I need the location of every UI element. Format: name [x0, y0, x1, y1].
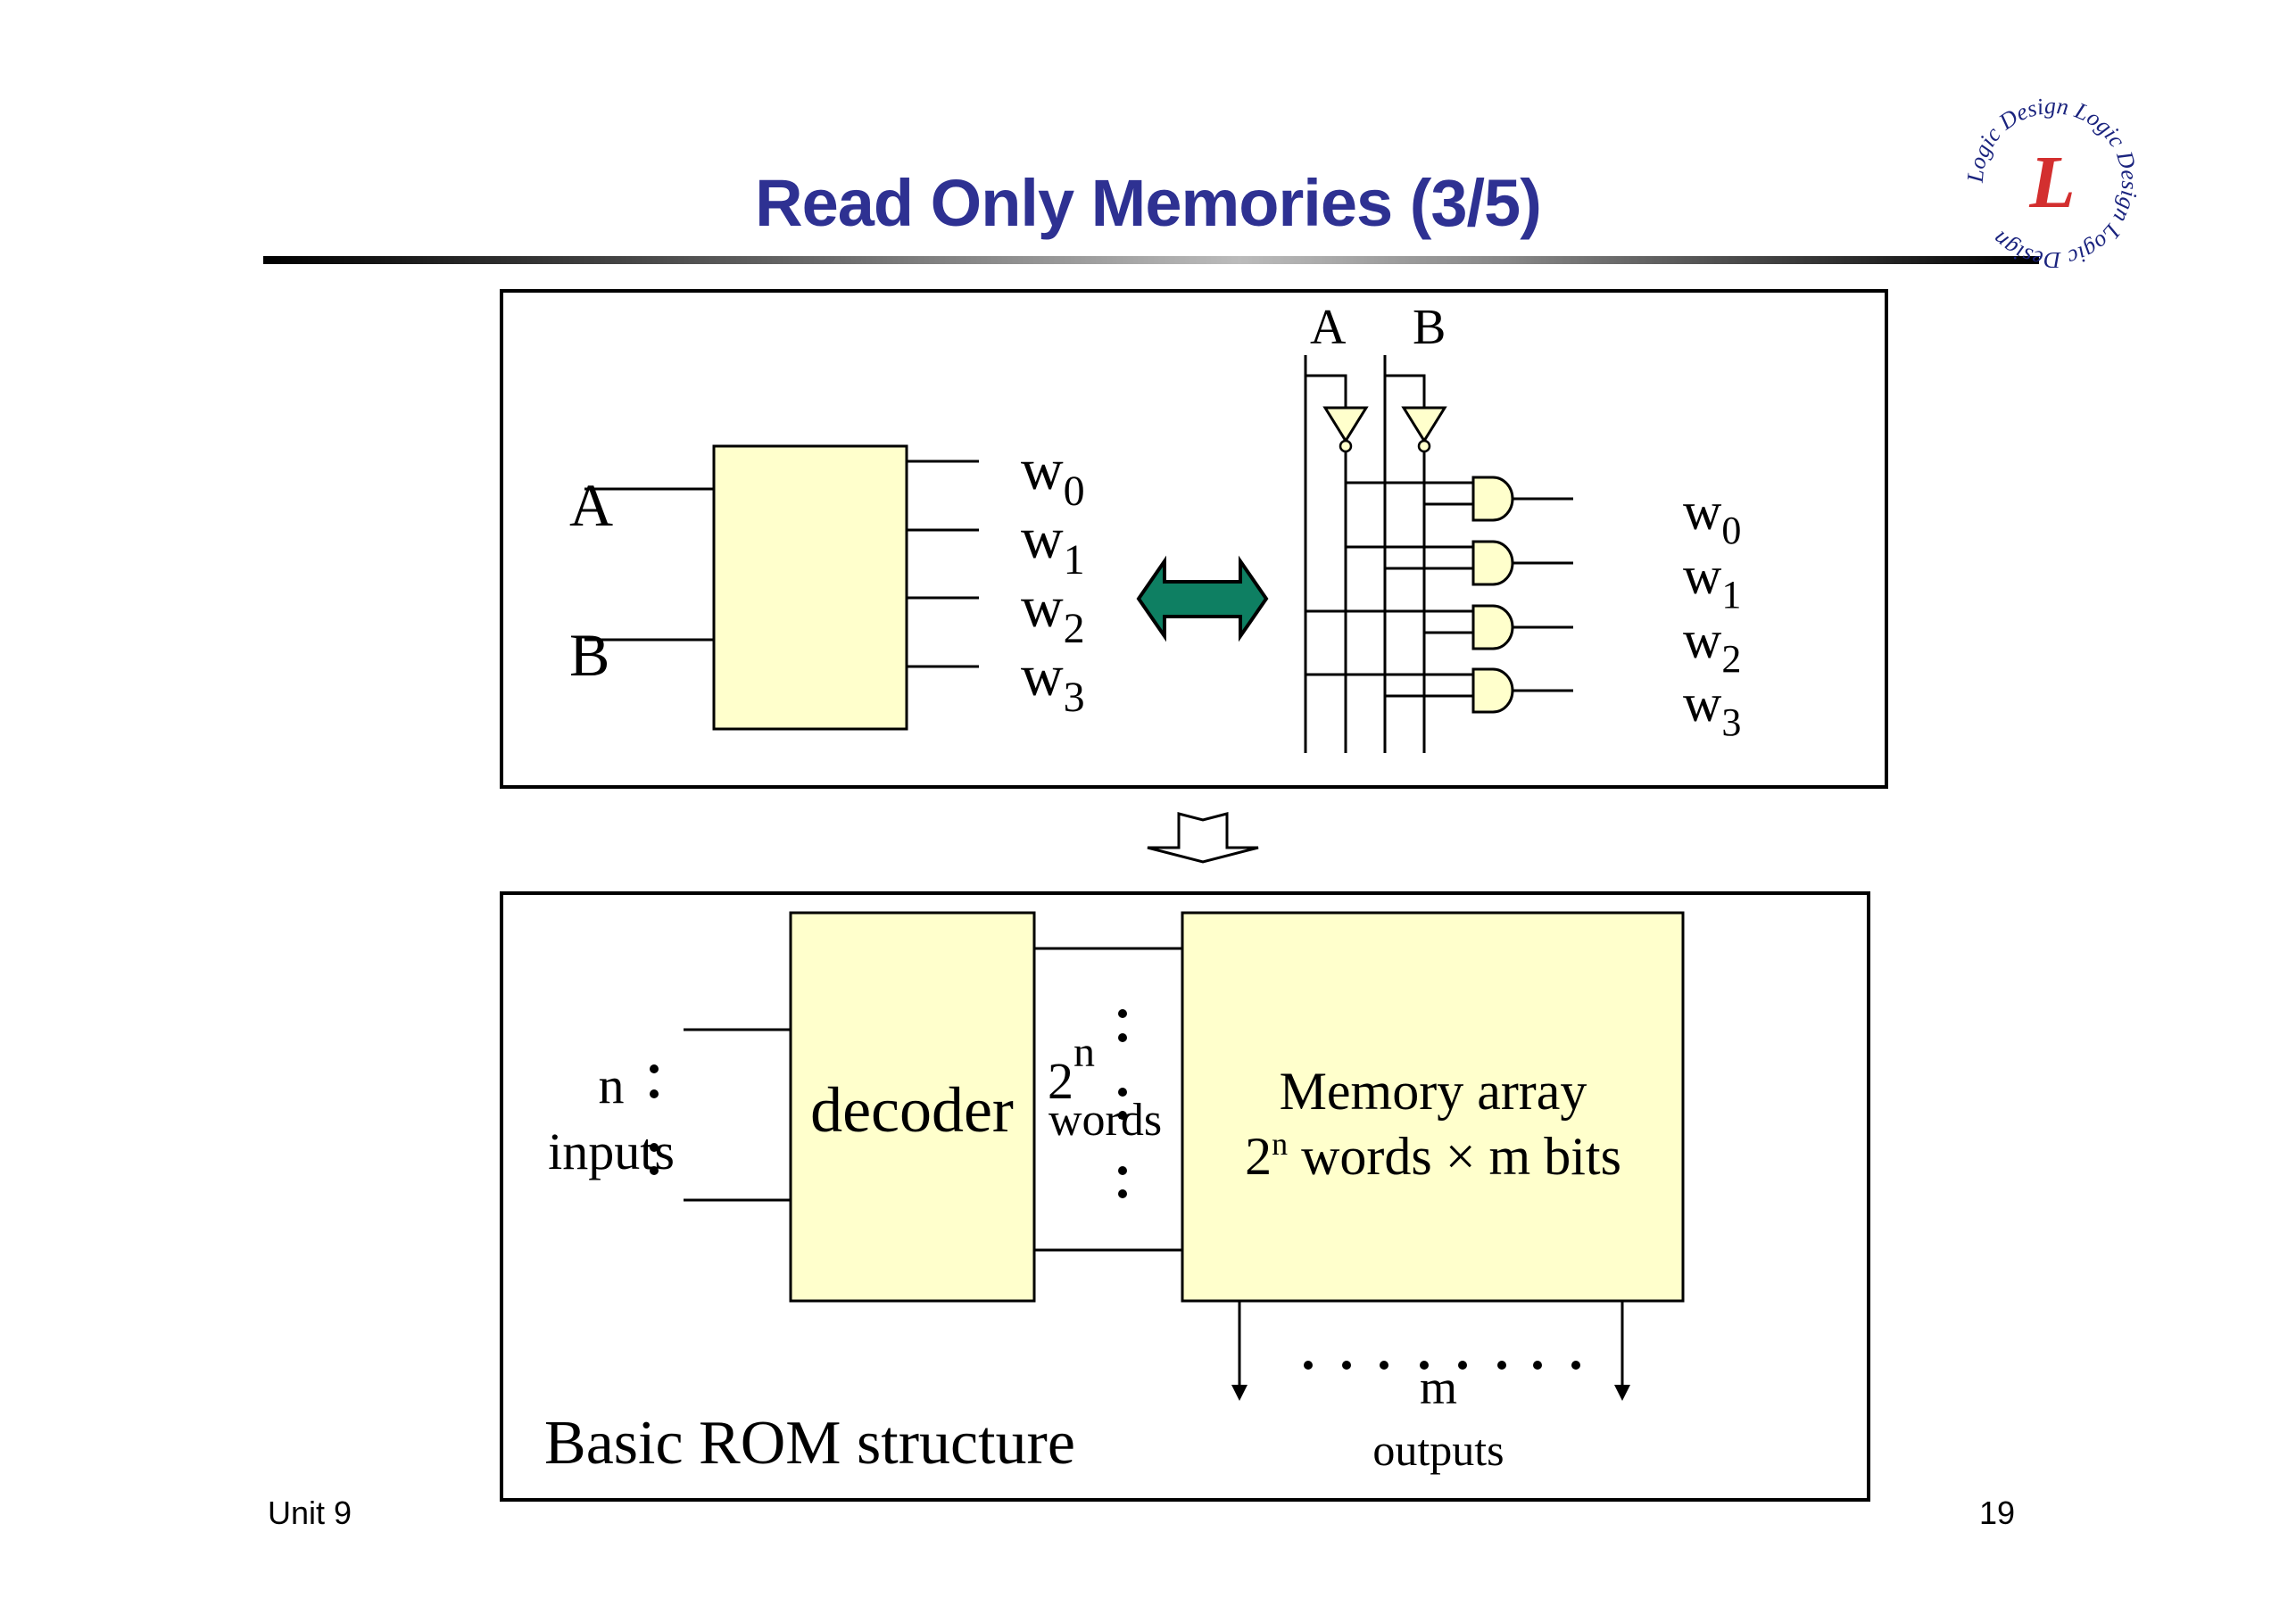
down-arrow-icon — [1147, 812, 1259, 864]
gate-output-label-w3: w3 — [1683, 674, 1741, 744]
memory-array-box — [1181, 911, 1685, 1303]
slide-title: Read Only Memories (3/5) — [755, 166, 1542, 240]
output-label-w0: w0 — [1021, 437, 1085, 515]
output-arrowhead-last — [1614, 1385, 1630, 1401]
gate-output-label-w2: w2 — [1683, 610, 1741, 681]
decoder-label: decoder — [810, 1074, 1014, 1146]
words-ellipsis-icon — [1118, 1009, 1127, 1198]
inverter-a — [1322, 406, 1369, 453]
output-arrowhead-first — [1231, 1385, 1247, 1401]
decoder-box — [789, 911, 1036, 1303]
and-gate-w2 — [1471, 604, 1514, 650]
gate-level-decoder: A B — [1304, 300, 1741, 753]
gate-input-label-b: B — [1413, 300, 1446, 355]
input-label-a: A — [569, 471, 613, 539]
output-label-w1: w1 — [1021, 506, 1085, 584]
and-gate-w1 — [1471, 540, 1514, 586]
outputs-label-m: m — [1420, 1361, 1457, 1414]
output-label-w3: w3 — [1021, 643, 1085, 721]
logic-design-logo: Logic Design Logic Design Logic Design L — [1962, 98, 2143, 268]
outputs-ellipsis-icon — [1304, 1361, 1580, 1370]
footer-unit-label: Unit 9 — [268, 1495, 352, 1531]
input-ellipsis-icon — [650, 1064, 659, 1175]
bottom-panel-frame — [500, 891, 1870, 1502]
words-label: words — [1049, 1095, 1162, 1146]
double-arrow-icon — [1136, 555, 1269, 642]
decoder-block-2to4: A B w0 w1 w2 w3 — [569, 437, 1085, 731]
outputs-label-text: outputs — [1372, 1425, 1504, 1475]
gate-output-label-w1: w1 — [1683, 546, 1741, 617]
top-panel-frame — [500, 289, 1888, 789]
branch-b — [1385, 374, 1426, 408]
memory-array-title: Memory array — [1280, 1062, 1587, 1121]
words-count-label: 2n — [1048, 1029, 1095, 1110]
input-label-b: B — [569, 621, 609, 689]
and-gate-w0 — [1471, 476, 1514, 522]
gate-output-label-w0: w0 — [1683, 482, 1741, 552]
branch-a — [1305, 374, 1347, 408]
page-number: 19 — [1979, 1495, 2016, 1531]
decoder-block-body — [712, 444, 908, 731]
gate-input-label-a: A — [1310, 300, 1347, 355]
inverter-b — [1401, 406, 1447, 453]
and-gate-w3 — [1471, 667, 1514, 714]
output-label-w2: w2 — [1021, 575, 1085, 652]
inputs-label-n: n — [599, 1056, 625, 1114]
title-divider — [263, 256, 2039, 264]
memory-array-size: 2n words × m bits — [1245, 1126, 1621, 1186]
logo-letter: L — [2028, 141, 2075, 224]
rom-caption: Basic ROM structure — [544, 1409, 1075, 1478]
